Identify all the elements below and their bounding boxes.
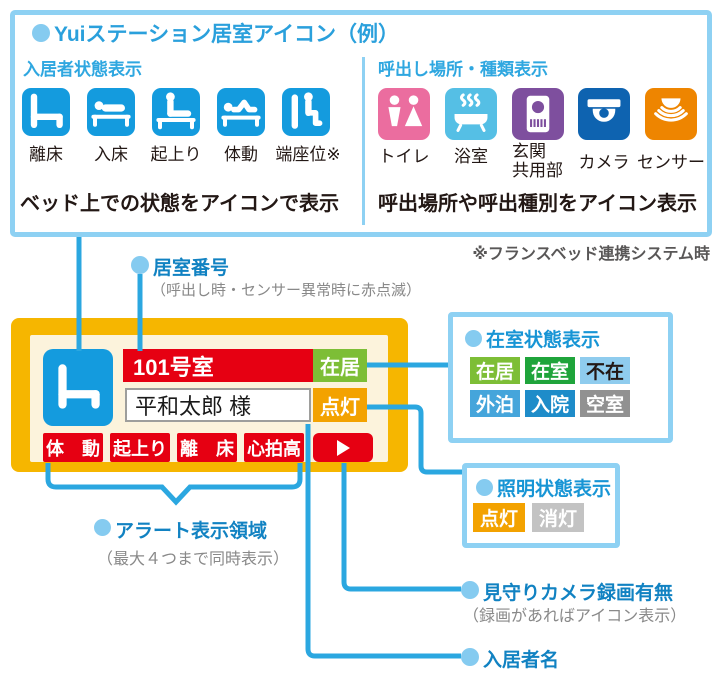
lighting-panel-bullet-icon bbox=[476, 479, 493, 496]
bath-icon bbox=[445, 88, 497, 140]
room-number-callout: 居室番号 bbox=[153, 258, 230, 279]
bed-exit-icon bbox=[22, 88, 70, 136]
alert-area-callout-note: （最大４つまで同時表示） bbox=[97, 551, 290, 568]
status-badge: 空室 bbox=[580, 390, 630, 417]
line-resident-name bbox=[305, 424, 461, 659]
legend-divider bbox=[362, 57, 365, 225]
status-badge: 外泊 bbox=[470, 390, 520, 417]
body-movement-caption: 体動 bbox=[224, 145, 258, 164]
resident-name-callout: 入居者名 bbox=[483, 650, 560, 671]
call-type-label: 呼出し場所・種類表示 bbox=[378, 60, 548, 79]
line-lighting bbox=[367, 404, 462, 475]
resident-name-box: 平和太郎 様 bbox=[125, 388, 311, 422]
sit-up-caption: 起上り bbox=[150, 145, 202, 164]
status-badge: 在居 bbox=[470, 357, 520, 384]
camera-callout-note: （録画があればアイコン表示） bbox=[463, 608, 687, 625]
camera-icon bbox=[578, 88, 630, 140]
occupancy-badge: 在居 bbox=[313, 349, 367, 382]
light-off-badge: 消灯 bbox=[532, 503, 584, 532]
room-number-bar: 101号室 bbox=[123, 349, 313, 382]
legend-title: Yuiステーション居室アイコン（例） bbox=[32, 18, 399, 48]
light-on-badge: 点灯 bbox=[473, 503, 525, 532]
occupancy-panel-bullet-icon bbox=[465, 330, 482, 347]
room-number-bullet-icon bbox=[131, 256, 149, 274]
legend-title-bullet-icon bbox=[32, 24, 50, 42]
resident-status-caption: ベッド上での状態をアイコンで表示 bbox=[20, 193, 339, 215]
lighting-panel-title: 照明状態表示 bbox=[476, 474, 611, 501]
bed-status-icon bbox=[43, 349, 113, 426]
line-camera bbox=[341, 463, 461, 592]
bath-caption: 浴室 bbox=[454, 147, 488, 166]
bed-in-caption: 入床 bbox=[94, 145, 128, 164]
edge-sitting-caption: 端座位※ bbox=[275, 145, 341, 164]
alert-area-callout: アラート表示領域 bbox=[115, 521, 268, 542]
alert-badge: 体 動 bbox=[43, 433, 103, 462]
call-type-caption: 呼出場所や呼出種別をアイコン表示 bbox=[378, 193, 697, 215]
alert-badge: 起上り bbox=[110, 433, 170, 462]
room-card: 101号室 在居 平和太郎 様 点灯 体 動 起上り 離 床 心拍高 bbox=[11, 318, 408, 472]
camera-playback-button bbox=[313, 433, 373, 462]
toilet-icon bbox=[378, 88, 430, 140]
resident-name-bullet-icon bbox=[461, 648, 479, 666]
alert-badge: 心拍高 bbox=[244, 433, 304, 462]
status-badge: 不在 bbox=[580, 357, 630, 384]
alert-area-bullet-icon bbox=[94, 519, 111, 536]
status-badge: 入院 bbox=[525, 390, 575, 417]
light-badge: 点灯 bbox=[313, 388, 367, 422]
footnote: ※フランスベッド連携システム時 bbox=[472, 246, 710, 263]
body-movement-icon bbox=[217, 88, 265, 136]
resident-status-label: 入居者状態表示 bbox=[23, 60, 142, 79]
entrance-caption: 玄関 共用部 bbox=[512, 142, 563, 180]
sensor-icon bbox=[645, 88, 697, 140]
camera-caption: カメラ bbox=[578, 153, 630, 172]
alert-badge: 離 床 bbox=[177, 433, 237, 462]
legend-title-text: Yuiステーション居室アイコン（例） bbox=[54, 23, 400, 46]
camera-callout: 見守りカメラ録画有無 bbox=[483, 583, 674, 604]
bracket-alert-area bbox=[45, 463, 303, 506]
occupancy-panel-title: 在室状態表示 bbox=[465, 325, 600, 352]
entrance-intercom-icon bbox=[512, 88, 564, 140]
sit-up-icon bbox=[152, 88, 200, 136]
status-badge: 在室 bbox=[525, 357, 575, 384]
camera-callout-bullet-icon bbox=[461, 581, 479, 599]
sensor-caption: センサー bbox=[637, 153, 705, 172]
room-number-callout-note: （呼出し時・センサー異常時に赤点滅） bbox=[151, 282, 422, 299]
toilet-caption: トイレ bbox=[378, 147, 430, 166]
play-icon bbox=[336, 439, 350, 456]
bed-in-icon bbox=[87, 88, 135, 136]
edge-sitting-icon bbox=[282, 88, 330, 136]
bed-exit-caption: 離床 bbox=[29, 145, 63, 164]
